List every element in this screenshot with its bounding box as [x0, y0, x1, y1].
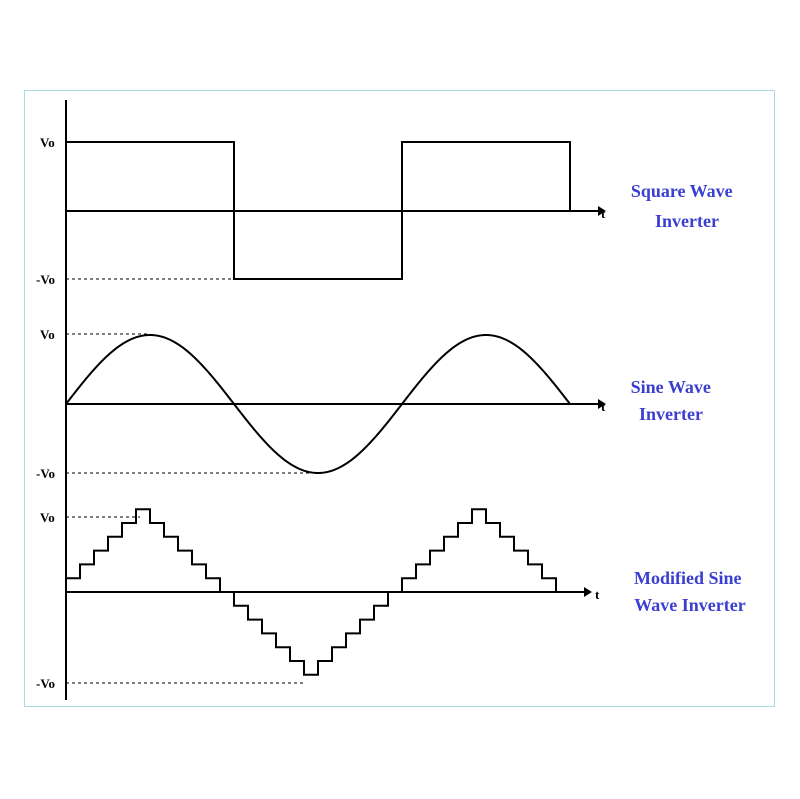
sine-wave-panel: t Vo -Vo Sine Wave Inverter: [36, 327, 716, 481]
t-axis-label: t: [601, 206, 606, 221]
modified-sine-wave-panel: t Vo -Vo Modified Sine Wave Inverter: [36, 508, 746, 691]
caption-line-1: Square Wave: [631, 181, 733, 201]
arrow-head-icon: [598, 206, 606, 216]
square-waveform: [66, 141, 571, 280]
stepped-waveform: [66, 508, 557, 676]
vmax-label: Vo: [40, 327, 55, 342]
caption-line-2: Inverter: [655, 211, 719, 231]
t-axis-label: t: [601, 399, 606, 414]
panel-caption: Modified Sine Wave Inverter: [634, 568, 746, 615]
vmax-label: Vo: [40, 135, 55, 150]
vmin-label: -Vo: [36, 272, 55, 287]
panel-caption: Sine Wave Inverter: [631, 377, 716, 424]
vmin-label: -Vo: [36, 466, 55, 481]
arrow-head-icon: [598, 399, 606, 409]
vmin-label: -Vo: [36, 676, 55, 691]
panel-caption: Square Wave Inverter: [631, 181, 737, 231]
square-wave-panel: t Vo -Vo Square Wave Inverter: [36, 135, 737, 287]
caption-line-1: Sine Wave: [631, 377, 711, 397]
caption-line-2: Inverter: [639, 404, 703, 424]
sine-waveform: [65, 333, 571, 475]
t-axis-label: t: [595, 587, 600, 602]
diagram-frame: [24, 90, 775, 707]
arrow-head-icon: [584, 587, 592, 597]
vmax-label: Vo: [40, 510, 55, 525]
caption-line-2: Wave Inverter: [634, 595, 745, 615]
caption-line-1: Modified Sine: [634, 568, 742, 588]
